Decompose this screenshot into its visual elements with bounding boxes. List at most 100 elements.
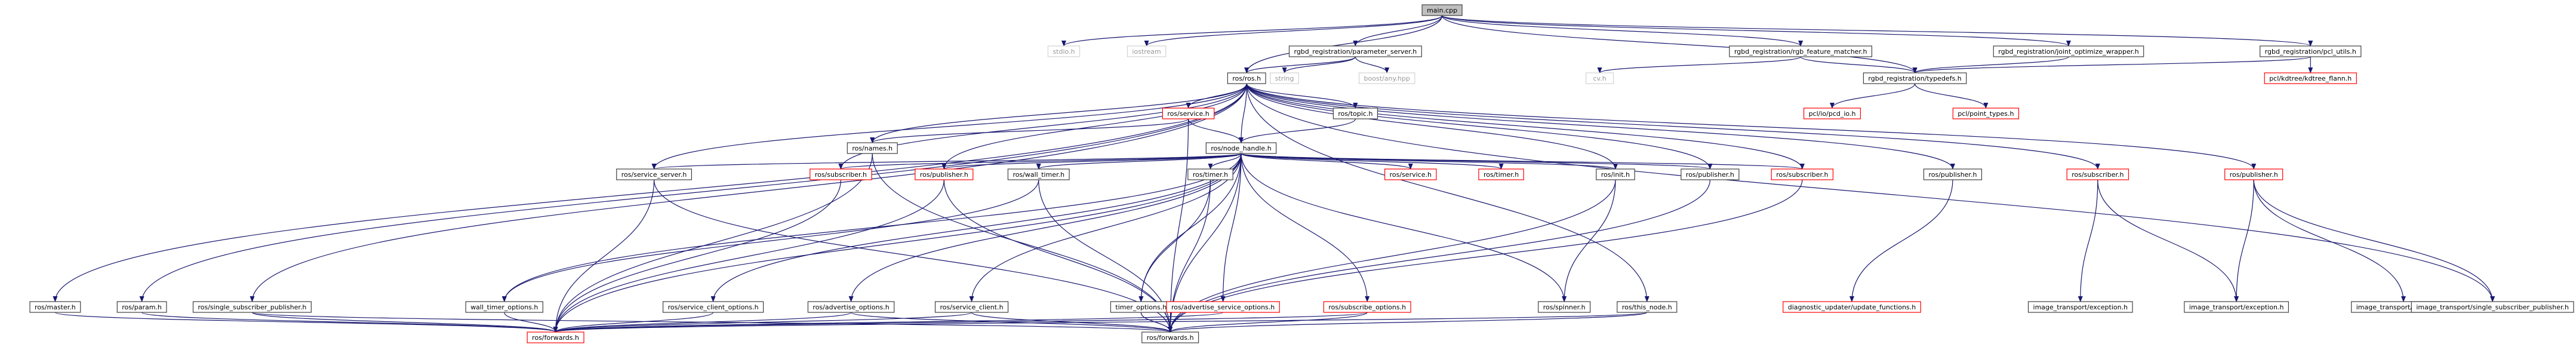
edge-ros_subscriber_h_1-to-ros_forwards_h_1 — [553, 179, 842, 333]
node-ros_advertise_options_h[interactable]: ros/advertise_options.h — [807, 301, 895, 313]
node-ros_node_handle_h[interactable]: ros/node_handle.h — [1205, 142, 1277, 154]
edge-main_cpp-to-iostream — [1144, 15, 1443, 47]
node-box — [2411, 301, 2574, 313]
node-label: iostream — [1132, 48, 1161, 56]
edge-ros_ros_h-to-ros_init_h — [1246, 83, 1618, 170]
node-label: ros/service.h — [1167, 110, 1209, 118]
node-point_types[interactable]: pcl/point_types.h — [1952, 108, 2020, 119]
edge-ros_publisher_h_3-to-diag_update_h — [1849, 179, 1953, 302]
node-pcd_io[interactable]: pcl/io/pcd_io.h — [1803, 108, 1861, 119]
node-box — [1783, 301, 1921, 313]
node-diag_update_h[interactable]: diagnostic_updater/update_functions.h — [1783, 301, 1921, 313]
node-ros_service_client_h[interactable]: ros/service_client.h — [934, 301, 1009, 313]
node-ros_service_h[interactable]: ros/service.h — [1162, 108, 1215, 119]
node-param_server_h[interactable]: rgbd_registration/parameter_server.h — [1288, 45, 1422, 57]
edge-ros_node_handle_h-to-ros_adv_service_options_h — [1220, 153, 1242, 302]
node-ros_param_h[interactable]: ros/param.h — [116, 301, 167, 313]
node-ros_this_node_h[interactable]: ros/this_node.h — [1617, 301, 1678, 313]
node-ros_spinner_h[interactable]: ros/spinner.h — [1538, 301, 1591, 313]
node-ros_service_h_2[interactable]: ros/service.h — [1384, 168, 1437, 180]
node-ros_adv_service_options_h[interactable]: ros/advertise_service_options.h — [1166, 301, 1280, 313]
node-joint_opt_h[interactable]: rgbd_registration/joint_optimize_wrapper… — [1993, 45, 2144, 57]
edge-ros_advertise_options_h-to-ros_forwards_h_2 — [851, 312, 1172, 333]
node-ros_forwards_h_1[interactable]: ros/forwards.h — [527, 331, 584, 343]
node-iostream[interactable]: iostream — [1127, 45, 1167, 57]
node-rgb_fm_h[interactable]: rgbd_registration/rgb_feature_matcher.h — [1729, 45, 1873, 57]
node-ros_publisher_h_4[interactable]: ros/publisher.h — [2224, 168, 2283, 180]
node-ros_service_client_options_h[interactable]: ros/service_client_options.h — [662, 301, 764, 313]
edge-typedefs_h-to-point_types — [1915, 83, 1989, 109]
node-ros_topic_h[interactable]: ros/topic.h — [1332, 108, 1378, 119]
node-main_cpp[interactable]: main.cpp — [1421, 4, 1463, 16]
node-it_exception_2[interactable]: image_transport/exception.h — [2184, 301, 2289, 313]
node-pcl_utils_h[interactable]: rgbd_registration/pcl_utils.h — [2260, 45, 2362, 57]
node-ros_wall_timer_h[interactable]: ros/wall_timer.h — [1007, 168, 1070, 180]
node-label: ros/param.h — [122, 303, 162, 311]
node-timer_options_h[interactable]: timer_options.h — [1110, 301, 1172, 313]
node-box — [1421, 4, 1463, 16]
node-wall_timer_options_h[interactable]: wall_timer_options.h — [465, 301, 544, 313]
node-ros_publisher_h_3[interactable]: ros/publisher.h — [1923, 168, 1983, 180]
edge-ros_service_server_h-to-ros_forwards_h_1 — [553, 179, 655, 333]
node-label: stdio.h — [1052, 48, 1075, 56]
node-ros_publisher_h_2[interactable]: ros/publisher.h — [1681, 168, 1740, 180]
node-ros_subscriber_h_3[interactable]: ros/subscriber.h — [2066, 168, 2129, 180]
node-box — [2264, 72, 2357, 84]
node-typedefs_h[interactable]: rgbd_registration/typedefs.h — [1863, 72, 1967, 84]
node-box — [1270, 72, 1299, 84]
edge-ros_ros_h-to-ros_topic_h — [1246, 83, 1358, 109]
node-kdtree_flann[interactable]: pcl/kdtree/kdtree_flann.h — [2264, 72, 2357, 84]
node-label: rgbd_registration/joint_optimize_wrapper… — [1998, 48, 2138, 56]
node-it_single_sub_pub_h[interactable]: image_transport/single_subscriber_publis… — [2411, 301, 2574, 313]
node-label: ros/names.h — [852, 145, 892, 152]
edge-ros_subscribe_options_h-to-ros_forwards_h_1 — [553, 312, 1368, 333]
node-cv_h[interactable]: cv.h — [1586, 72, 1614, 84]
edge-main_cpp-to-joint_opt_h — [1442, 15, 2071, 47]
edge-pcl_utils_h-to-typedefs_h — [1913, 56, 2311, 73]
node-box — [1993, 45, 2144, 57]
node-label: ros/timer.h — [1484, 171, 1519, 179]
node-boost_any[interactable]: boost/any.hpp — [1358, 72, 1415, 84]
node-label: image_transport/exception.h — [2033, 303, 2128, 311]
node-ros_timer_h_2[interactable]: ros/timer.h — [1478, 168, 1524, 180]
node-box — [2027, 301, 2133, 313]
node-label: rgbd_registration/pcl_utils.h — [2265, 48, 2356, 56]
node-box — [2224, 168, 2283, 180]
node-box — [1596, 168, 1635, 180]
edge-ros_ros_h-to-ros_names_h — [870, 83, 1247, 143]
node-string[interactable]: string — [1270, 72, 1299, 84]
edge-ros_node_handle_h-to-ros_publisher_h_2 — [1241, 153, 1712, 170]
node-ros_subscriber_h_1[interactable]: ros/subscriber.h — [810, 168, 872, 180]
node-label: ros/subscribe_options.h — [1328, 303, 1406, 311]
edge-ros_node_handle_h-to-ros_spinner_h — [1241, 153, 1567, 302]
node-ros_init_h[interactable]: ros/init.h — [1596, 168, 1635, 180]
node-ros_ros_h[interactable]: ros/ros.h — [1227, 72, 1266, 84]
node-ros_publisher_h_1[interactable]: ros/publisher.h — [915, 168, 974, 180]
node-box — [2184, 301, 2289, 313]
node-ros_service_server_h[interactable]: ros/service_server.h — [616, 168, 693, 180]
node-box — [616, 168, 693, 180]
node-box — [1141, 331, 1199, 343]
node-ros_forwards_h_2[interactable]: ros/forwards.h — [1141, 331, 1199, 343]
edge-ros_node_handle_h-to-ros_service_server_h — [652, 153, 1242, 170]
node-box — [915, 168, 974, 180]
node-ros_single_sub_pub_h[interactable]: ros/single_subscriber_publisher.h — [192, 301, 312, 313]
node-box — [662, 301, 764, 313]
node-box — [934, 301, 1009, 313]
node-ros_subscribe_options_h[interactable]: ros/subscribe_options.h — [1323, 301, 1411, 313]
node-ros_names_h[interactable]: ros/names.h — [847, 142, 898, 154]
node-box — [1681, 168, 1740, 180]
node-ros_master_h[interactable]: ros/master.h — [29, 301, 81, 313]
node-stdio_h[interactable]: stdio.h — [1047, 45, 1081, 57]
node-label: ros/wall_timer.h — [1012, 171, 1064, 179]
node-label: ros/single_subscriber_publisher.h — [198, 303, 306, 311]
edge-main_cpp-to-typedefs_h — [1442, 15, 1918, 73]
node-label: ros/init.h — [1601, 171, 1630, 179]
node-it_exception_1[interactable]: image_transport/exception.h — [2027, 301, 2133, 313]
node-ros_subscriber_h_2[interactable]: ros/subscriber.h — [1771, 168, 1834, 180]
node-ros_timer_h_1[interactable]: ros/timer.h — [1187, 168, 1233, 180]
edge-ros_node_handle_h-to-wall_timer_options_h — [501, 153, 1242, 302]
edge-ros_service_client_options_h-to-ros_forwards_h_1 — [553, 312, 714, 333]
node-box — [116, 301, 167, 313]
